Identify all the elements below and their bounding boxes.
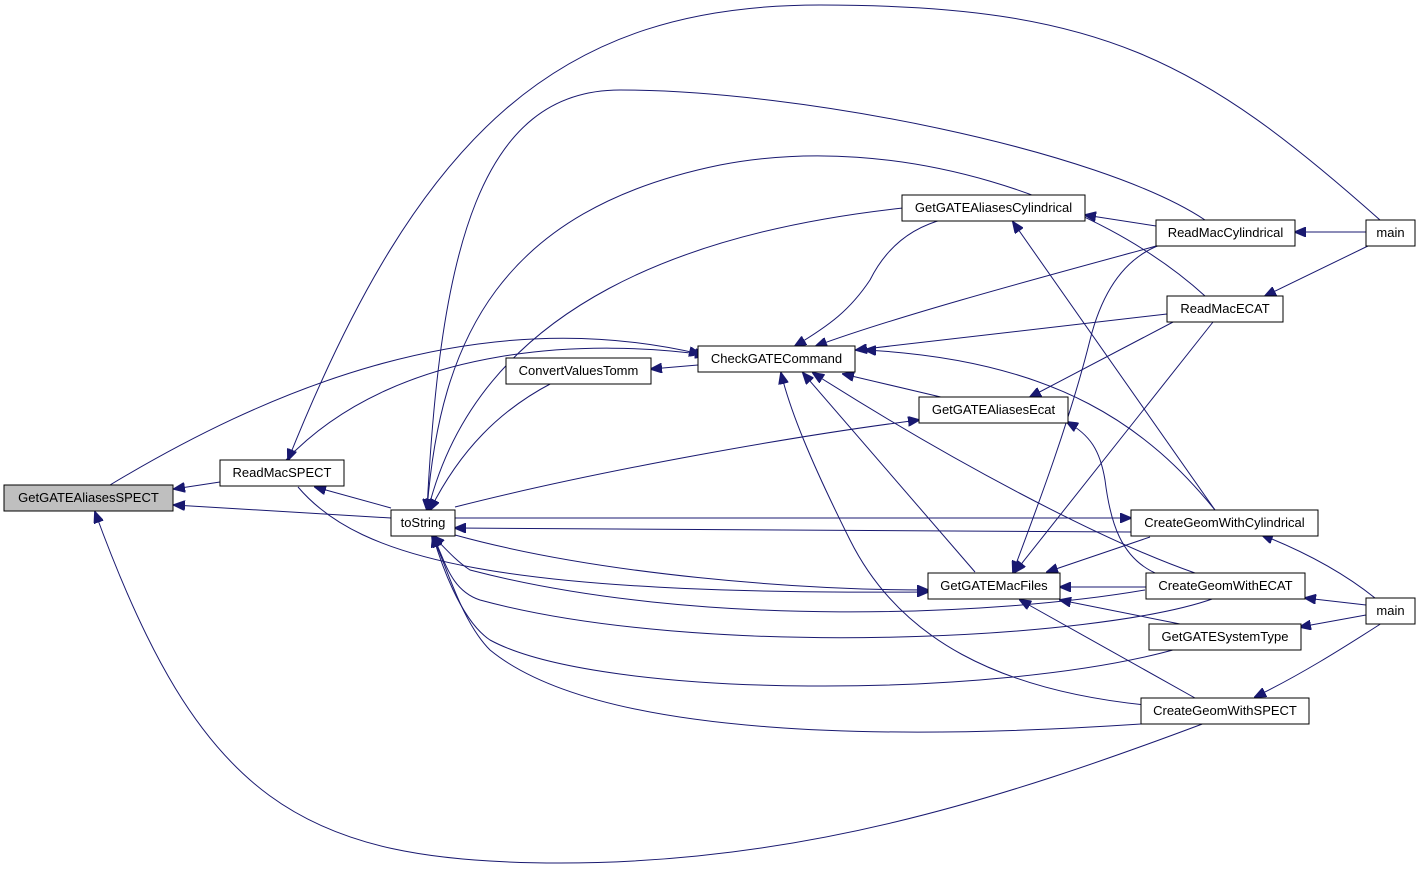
node-label: main xyxy=(1376,603,1404,618)
node-main-bottom[interactable]: main xyxy=(1365,597,1416,625)
edge-readmaccylindrical-to-getgatealiasescylindrical xyxy=(1085,215,1157,227)
node-label: ReadMacECAT xyxy=(1180,301,1269,316)
edge-createspect-to-getgatemacfiles xyxy=(1020,600,1196,699)
edge-readmacspect-to-getgatealiasesspect xyxy=(174,481,221,489)
edge-tostring-to-getgatemacfiles xyxy=(454,534,928,590)
edge-readmaccylindrical-to-getgatemacfiles xyxy=(1013,244,1161,572)
node-label: CreateGeomWithECAT xyxy=(1158,578,1292,593)
node-getgatesystemtype[interactable]: GetGATESystemType xyxy=(1148,623,1302,651)
edges xyxy=(95,4,1383,864)
node-getgatealiasescylindrical[interactable]: GetGATEAliasesCylindrical xyxy=(901,194,1086,222)
node-creategeomwithecat[interactable]: CreateGeomWithECAT xyxy=(1145,572,1306,600)
edge-readmacspect-to-getgatemacfiles xyxy=(297,486,928,592)
node-checkgatecommand[interactable]: CheckGATECommand xyxy=(697,345,856,373)
node-getgatealiasesecat[interactable]: GetGATEAliasesEcat xyxy=(918,396,1069,424)
edge-createcylindrical-to-getgatealiasescylindrical xyxy=(1013,222,1216,511)
node-label: GetGATEMacFiles xyxy=(940,578,1048,593)
node-label: ReadMacSPECT xyxy=(233,465,332,480)
edge-main2-to-createspect xyxy=(1255,622,1383,697)
edge-createecat-to-checkgatecommand xyxy=(813,373,1196,574)
nodes: GetGATEAliasesSPECT ReadMacSPECT toStrin… xyxy=(3,194,1416,725)
edge-getgatemacfiles-to-tostring xyxy=(433,536,1146,613)
edge-readmaccylindrical-to-tostring xyxy=(427,89,1206,510)
node-convertvaluestomm[interactable]: ConvertValuesTomm xyxy=(505,357,652,385)
edge-createecat-to-getgatealiasesecat xyxy=(1067,422,1161,576)
node-tostring[interactable]: toString xyxy=(390,509,456,537)
node-label: CreateGeomWithSPECT xyxy=(1153,703,1297,718)
node-label: ReadMacCylindrical xyxy=(1168,225,1284,240)
node-main-top[interactable]: main xyxy=(1365,219,1416,247)
node-creategeomwithspect[interactable]: CreateGeomWithSPECT xyxy=(1140,697,1310,725)
edge-systype-to-tostring xyxy=(433,536,1181,687)
edge-readmacecat-to-getgatealiasesecat xyxy=(1030,320,1176,397)
edge-getgatemacfiles-to-checkgatecommand xyxy=(803,373,976,573)
edge-readmacecat-to-checkgatecommand xyxy=(856,313,1168,350)
edge-createcylindrical-to-tostring xyxy=(455,528,1132,532)
edge-checkgatecommand-to-getgatealiasesspect xyxy=(109,337,700,486)
edge-createcylindrical-to-getgatemacfiles xyxy=(1047,536,1151,572)
edge-getgatealiasescylindrical-to-checkgatecommand xyxy=(795,218,946,346)
edge-createecat-to-tostring xyxy=(433,536,1216,639)
edge-createspect-to-tostring xyxy=(432,536,1142,733)
node-readmaccylindrical[interactable]: ReadMacCylindrical xyxy=(1155,219,1296,247)
node-label: CheckGATECommand xyxy=(711,351,842,366)
node-label: toString xyxy=(401,515,446,530)
node-getgatemacfiles[interactable]: GetGATEMacFiles xyxy=(927,572,1061,600)
edge-main1-to-readmacecat xyxy=(1265,244,1371,296)
edge-tostring-to-getgatealiasesecat xyxy=(454,420,919,508)
edge-tostring-to-readmacspect xyxy=(315,487,392,509)
edge-createspect-to-checkgatecommand xyxy=(781,373,1146,706)
node-readmacecat[interactable]: ReadMacECAT xyxy=(1166,295,1284,323)
edge-convertvaluestomm-to-tostring xyxy=(430,382,553,510)
edge-main2-to-createecat xyxy=(1305,598,1367,606)
node-label: CreateGeomWithCylindrical xyxy=(1144,515,1304,530)
edge-main1-to-readmacspect xyxy=(288,4,1381,460)
node-readmacspect[interactable]: ReadMacSPECT xyxy=(219,459,345,487)
edge-checkgatecommand-to-convertvaluestomm xyxy=(651,365,699,369)
edge-readmacecat-to-getgatemacfiles xyxy=(1015,321,1214,572)
edge-readmaccylindrical-to-checkgatecommand xyxy=(816,244,1161,346)
edge-main2-to-createcylindrical xyxy=(1262,535,1376,599)
edge-readmacspect-to-checkgatecommand xyxy=(285,347,706,461)
node-getgatealiasesspect[interactable]: GetGATEAliasesSPECT xyxy=(3,484,174,512)
node-label: GetGATEAliasesCylindrical xyxy=(915,200,1072,215)
node-label: GetGATEAliasesEcat xyxy=(932,402,1056,417)
edge-systype-to-getgatemacfiles xyxy=(1060,600,1181,625)
node-label: ConvertValuesTomm xyxy=(519,363,639,378)
edge-createcylindrical-to-checkgatecommand xyxy=(865,350,1216,511)
edge-main2-to-systype xyxy=(1300,614,1367,627)
node-label: GetGATEAliasesSPECT xyxy=(18,490,159,505)
node-label: main xyxy=(1376,225,1404,240)
node-creategeomwithcylindrical[interactable]: CreateGeomWithCylindrical xyxy=(1130,509,1319,537)
edge-tostring-to-getgatealiasesspect xyxy=(174,505,392,519)
node-label: GetGATESystemType xyxy=(1162,629,1289,644)
edge-getgatealiasesecat-to-checkgatecommand xyxy=(843,374,946,399)
edge-getgatealiasescylindrical-to-tostring xyxy=(428,207,904,510)
edge-createspect-to-getgatealiasesspect xyxy=(95,512,1206,864)
